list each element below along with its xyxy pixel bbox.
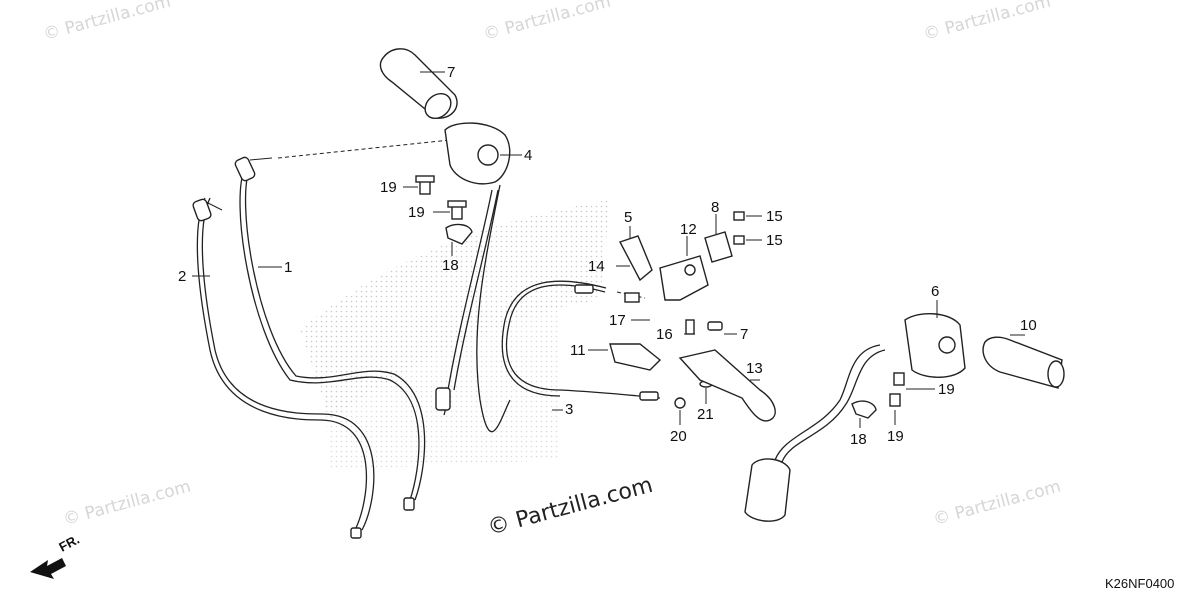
grip-10 xyxy=(982,336,1065,389)
callout-19-left-upper: 19 xyxy=(380,179,397,196)
callout-5: 5 xyxy=(624,209,632,226)
lever-holder-12 xyxy=(659,255,709,301)
watermark-top-left: © Partzilla.com xyxy=(41,0,173,45)
callout-19-right-lower: 19 xyxy=(887,428,904,445)
callout-19-left-lower: 19 xyxy=(408,204,425,221)
diagram-code: K26NF0400 xyxy=(1105,576,1174,591)
callout-2: 2 xyxy=(178,268,186,285)
watermark-top-right: © Partzilla.com xyxy=(921,0,1053,45)
callout-9: 7 xyxy=(447,64,455,81)
callout-10: 10 xyxy=(1020,317,1037,334)
switch-cable-right xyxy=(744,344,886,522)
callout-14: 14 xyxy=(588,258,605,275)
screw-19-right-upper xyxy=(893,372,905,386)
bolt-15-lower xyxy=(733,235,745,245)
callout-7: 7 xyxy=(740,326,748,343)
watermark-bottom-right: © Partzilla.com xyxy=(931,477,1063,530)
clamp-8 xyxy=(704,231,733,263)
cable-1 xyxy=(234,156,426,511)
front-label: FR. xyxy=(56,532,82,555)
callout-12: 12 xyxy=(680,221,697,238)
bracket-5 xyxy=(618,235,653,282)
arrow-left-icon xyxy=(30,558,66,579)
callout-18-left: 18 xyxy=(442,257,459,274)
clip-18-right xyxy=(851,400,877,419)
grip-9 xyxy=(379,48,458,120)
callouts: 7 4 1 2 3 5 6 7 8 10 11 12 13 14 15 15 1… xyxy=(178,64,1037,448)
adjuster-17 xyxy=(624,292,640,303)
callout-21: 21 xyxy=(697,406,714,423)
lever-13 xyxy=(678,349,776,422)
callout-4: 4 xyxy=(524,147,532,164)
screw-19-left-upper xyxy=(415,175,435,195)
watermark-top-center: © Partzilla.com xyxy=(481,0,613,45)
bolt-7 xyxy=(707,321,723,331)
nut-20 xyxy=(674,397,686,409)
leader-lines xyxy=(192,71,1025,428)
pin-16 xyxy=(685,319,695,335)
bolt-15-upper xyxy=(733,211,745,221)
callout-15-lower: 15 xyxy=(766,232,783,249)
callout-3: 3 xyxy=(565,401,573,418)
callout-18-right: 18 xyxy=(850,431,867,448)
screw-19-left-lower xyxy=(447,200,467,220)
callout-19-right-upper: 19 xyxy=(938,381,955,398)
cable-2 xyxy=(192,197,375,539)
clip-18-left xyxy=(445,223,473,245)
callout-8: 8 xyxy=(711,199,719,216)
switch-housing-6 xyxy=(904,312,966,378)
watermark-center: © Partzilla.com xyxy=(485,473,655,541)
front-indicator: FR. xyxy=(30,532,82,579)
callout-6: 6 xyxy=(931,283,939,300)
callout-20: 20 xyxy=(670,428,687,445)
callout-15-upper: 15 xyxy=(766,208,783,225)
watermark-bottom-left: © Partzilla.com xyxy=(61,477,193,530)
brand-logo-background xyxy=(300,200,610,470)
cover-11 xyxy=(609,343,662,371)
throttle-housing-4 xyxy=(444,122,511,185)
callout-11: 11 xyxy=(570,342,586,359)
callout-16: 16 xyxy=(656,326,673,343)
callout-1: 1 xyxy=(284,259,292,276)
guide-line-top xyxy=(277,139,451,159)
throttle-cable xyxy=(435,184,511,433)
screw-19-right-lower xyxy=(889,393,901,407)
cable-3 xyxy=(501,280,661,401)
callout-13: 13 xyxy=(746,360,763,377)
callout-17: 17 xyxy=(609,312,626,329)
